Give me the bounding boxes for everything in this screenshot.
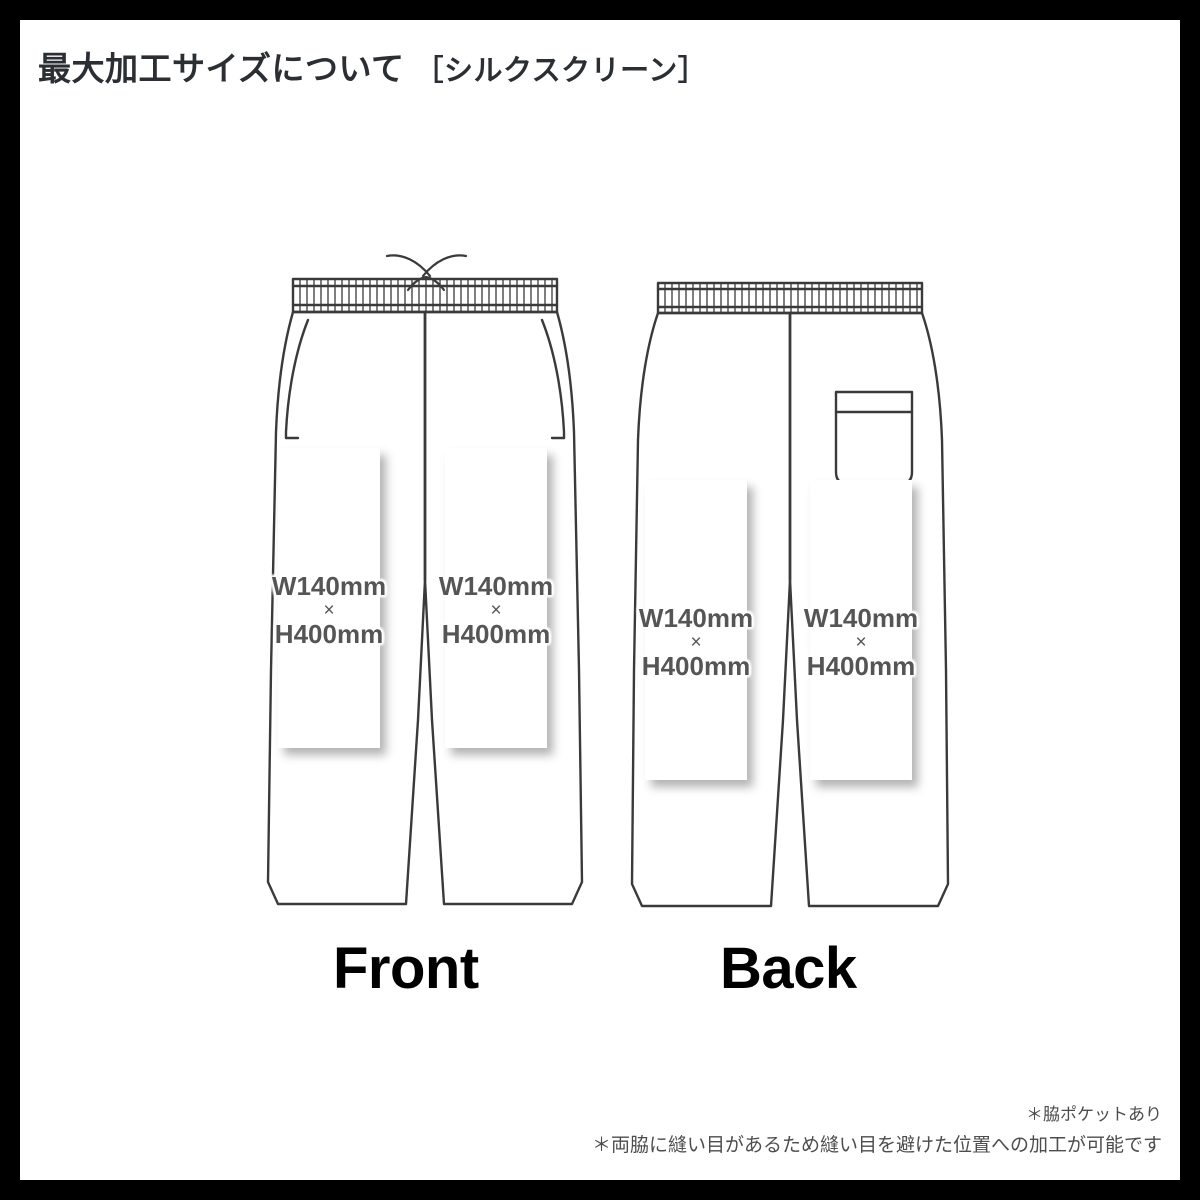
content-canvas: 最大加工サイズについて ［シルクスクリーン］ xyxy=(20,20,1180,1180)
print-width-back-left: W140mm xyxy=(638,603,754,633)
print-height-front-left: H400mm xyxy=(274,619,384,650)
print-area-front-left xyxy=(278,448,380,748)
print-height-front-right: H400mm xyxy=(441,619,551,650)
garment-illustrations xyxy=(266,254,950,908)
back-pants-illustration xyxy=(630,281,950,908)
view-label-back: Back xyxy=(720,936,857,1001)
footnote-seam: ＊両脇に縫い目があるため縫い目を避けた位置への加工が可能です xyxy=(591,1135,1162,1156)
page-title: 最大加工サイズについて ［シルクスクリーン］ xyxy=(38,42,707,90)
print-size-label-back-right: W140mm × H400mm xyxy=(790,605,932,680)
elastic-waistband-icon-back xyxy=(656,281,924,315)
back-left-leg xyxy=(630,311,792,908)
print-size-label-front-left: W140mm × H400mm xyxy=(258,573,400,648)
page-title-main: 最大加工サイズについて xyxy=(38,50,405,87)
print-area-back-left xyxy=(645,480,747,780)
print-width-front-right: W140mm xyxy=(438,571,554,601)
footnote-side-pocket: ＊脇ポケットあり xyxy=(1026,1105,1162,1124)
print-area-back-right xyxy=(810,480,912,780)
front-left-leg xyxy=(266,310,427,906)
print-width-back-right: W140mm xyxy=(803,603,919,633)
view-label-front: Front xyxy=(333,936,479,1001)
side-pocket-icon xyxy=(284,318,566,440)
back-right-leg xyxy=(788,311,950,908)
front-right-leg xyxy=(423,310,584,906)
print-size-label-back-left: W140mm × H400mm xyxy=(625,605,767,680)
print-height-back-left: H400mm xyxy=(641,651,751,682)
print-area-front-right xyxy=(445,448,547,748)
print-height-back-right: H400mm xyxy=(806,651,916,682)
print-width-front-left: W140mm xyxy=(271,571,387,601)
drawstring-bow-icon xyxy=(385,254,468,292)
print-sep-back-right: × xyxy=(855,631,867,653)
print-size-label-front-right: W140mm × H400mm xyxy=(425,573,567,648)
print-sep-front-right: × xyxy=(490,599,502,621)
elastic-waistband-icon xyxy=(291,277,559,314)
front-pants-illustration xyxy=(266,254,584,906)
print-sep-front-left: × xyxy=(323,599,335,621)
back-patch-pocket-icon xyxy=(834,390,914,486)
page-title-bracket: ［シルクスクリーン］ xyxy=(414,55,708,87)
print-sep-back-left: × xyxy=(690,631,702,653)
